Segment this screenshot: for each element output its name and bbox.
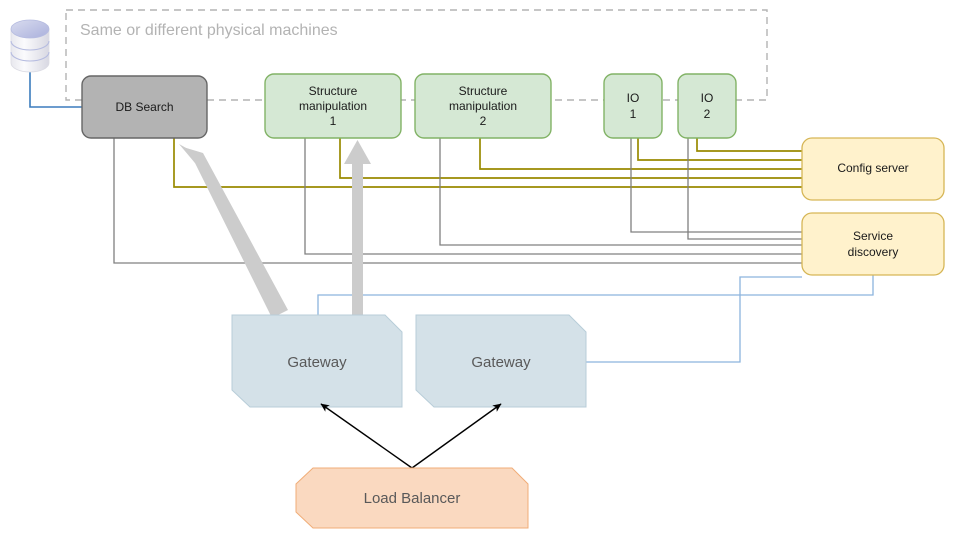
- group-box-label: Same or different physical machines: [80, 22, 338, 39]
- io-1-label-line1: IO: [627, 91, 640, 105]
- edge-io-1-to-discovery: [630, 138, 802, 233]
- edge-load-balancer-to-gateway-2: [411, 403, 502, 469]
- edge-io-2-to-config: [696, 138, 802, 152]
- edge-struct-1-to-discovery: [304, 138, 802, 255]
- edge-load-balancer-to-gateway-1: [320, 403, 413, 469]
- io-1-label-line2: 1: [630, 107, 637, 121]
- db-search-label: DB Search: [115, 100, 173, 114]
- io-1[interactable]: IO 1: [603, 73, 663, 139]
- thick-gray-arrows: [179, 140, 371, 322]
- service-discovery-box[interactable]: [801, 212, 945, 276]
- structure-manipulation-2-label-line1: Structure: [459, 84, 508, 98]
- structure-manipulation-1-box[interactable]: [264, 73, 402, 139]
- config-server-box[interactable]: [801, 137, 945, 201]
- structure-manipulation-2-box[interactable]: [414, 73, 552, 139]
- gateway-1[interactable]: Gateway: [231, 314, 403, 408]
- edge-io-2-to-discovery: [687, 138, 802, 240]
- cylinder-top: [10, 19, 50, 39]
- edge-gateway-1-to-struct-1-shaft: [352, 150, 363, 322]
- io-2-box[interactable]: [677, 73, 737, 139]
- structure-manipulation-1[interactable]: Structure manipulation 1: [264, 73, 402, 139]
- edge-struct-1-to-config: [339, 138, 802, 179]
- edge-db-search-to-config: [173, 138, 802, 188]
- gateway-1-label: Gateway: [287, 354, 347, 371]
- edge-gateway-1-to-discovery: [317, 272, 874, 315]
- edges-to-service-discovery: [113, 138, 802, 264]
- gateway-2-label: Gateway: [471, 354, 531, 371]
- cylinder-ring-1: [10, 40, 50, 51]
- db-search[interactable]: DB Search: [81, 75, 208, 139]
- edges-gateways-to-discovery: [317, 272, 874, 363]
- db-search-box[interactable]: [81, 75, 208, 139]
- structure-manipulation-1-label-line2: manipulation: [299, 99, 367, 113]
- load-balancer-label: Load Balancer: [364, 490, 461, 507]
- load-balancer-box[interactable]: [295, 467, 529, 529]
- cylinder-ring-2: [10, 51, 50, 62]
- structure-manipulation-1-label-line1: Structure: [309, 84, 358, 98]
- edge-gateway-1-to-db-search-head: [179, 144, 204, 163]
- edge-struct-2-to-config: [479, 138, 802, 170]
- service-discovery[interactable]: Service discovery: [801, 212, 945, 276]
- edges-to-config-server: [173, 138, 802, 188]
- edge-gateway-2-to-discovery: [586, 276, 802, 363]
- load-balancer[interactable]: Load Balancer: [295, 467, 529, 529]
- config-server[interactable]: Config server: [801, 137, 945, 201]
- io-2[interactable]: IO 2: [677, 73, 737, 139]
- config-server-label: Config server: [837, 161, 908, 175]
- edge-struct-2-to-discovery: [439, 138, 802, 246]
- gateway-2-box[interactable]: [415, 314, 587, 408]
- edge-gateway-1-to-struct-1-head: [344, 140, 371, 164]
- service-discovery-label-line1: Service: [853, 229, 893, 243]
- edge-gateway-1-to-db-search: [183, 147, 288, 318]
- gateway-1-box[interactable]: [231, 314, 403, 408]
- service-discovery-label-line2: discovery: [848, 245, 899, 259]
- structure-manipulation-2-label-line3: 2: [480, 114, 487, 128]
- database-cylinder: [10, 19, 50, 73]
- io-1-box[interactable]: [603, 73, 663, 139]
- edge-db-to-db-search: [29, 72, 82, 108]
- edge-db-search-to-discovery: [113, 138, 802, 264]
- edge-io-1-to-config: [637, 138, 802, 161]
- io-2-label-line1: IO: [701, 91, 714, 105]
- structure-manipulation-2[interactable]: Structure manipulation 2: [414, 73, 552, 139]
- io-2-label-line2: 2: [704, 107, 711, 121]
- structure-manipulation-1-label-line3: 1: [330, 114, 337, 128]
- structure-manipulation-2-label-line2: manipulation: [449, 99, 517, 113]
- gateway-2[interactable]: Gateway: [415, 314, 587, 408]
- load-balancer-arrows: [320, 403, 502, 469]
